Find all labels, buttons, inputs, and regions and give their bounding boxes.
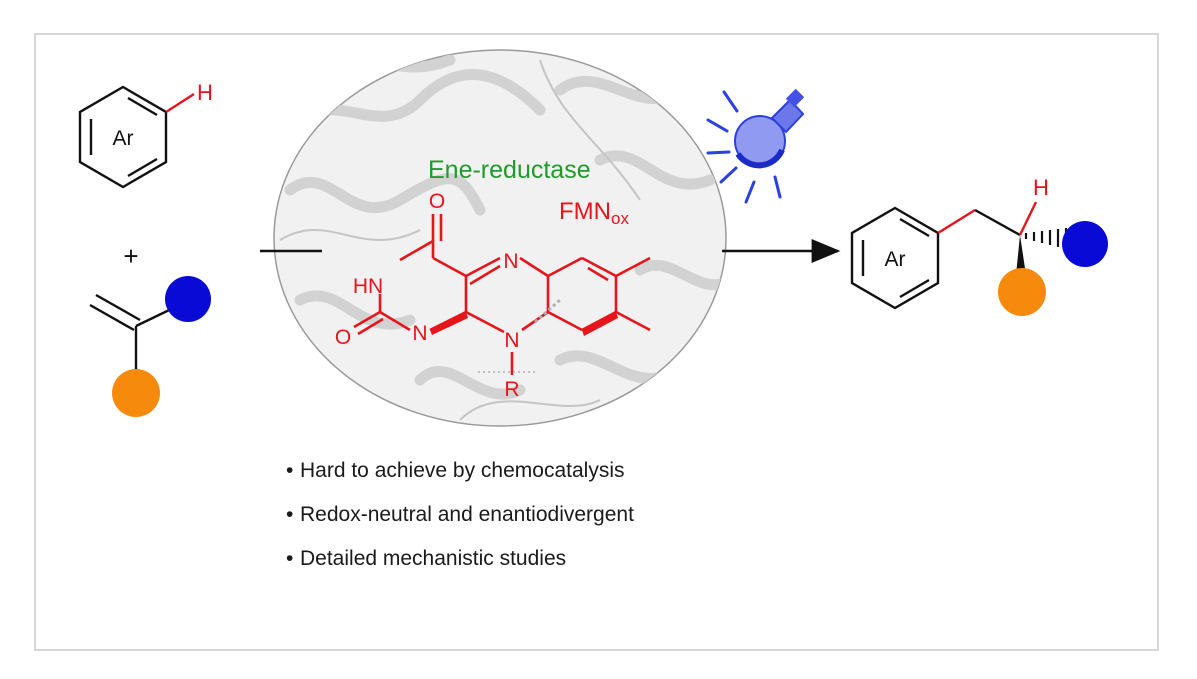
highlight-item: • Detailed mechanistic studies xyxy=(286,546,634,590)
flavin-nitrogen-top: N xyxy=(503,250,518,273)
highlight-item: • Redox-neutral and enantiodivergent xyxy=(286,502,634,546)
enzyme-sphere xyxy=(273,49,727,427)
product-blue-substituent xyxy=(1062,221,1108,267)
highlights-list: • Hard to achieve by chemocatalysis • Redo… xyxy=(286,458,634,590)
flavin-structure xyxy=(353,214,651,375)
flavin-wedge-bonds xyxy=(430,312,618,336)
flavin-hn: HN xyxy=(353,275,383,298)
product-wedge-bond xyxy=(1016,235,1026,275)
highlight-text: Hard to achieve by chemocatalysis xyxy=(300,459,625,482)
flavin-nitrogen-bottom: N xyxy=(412,322,427,345)
flavin-r-group: R xyxy=(504,378,519,401)
cofactor-subscript: ox xyxy=(611,209,629,228)
product-hashed-bond xyxy=(1024,228,1068,249)
arene-reactant xyxy=(78,85,195,189)
enzyme-label: Ene-reductase xyxy=(428,156,591,184)
cofactor-name: FMN xyxy=(559,198,611,225)
highlight-item: • Hard to achieve by chemocatalysis xyxy=(286,458,634,502)
cofactor-label: FMNox xyxy=(559,198,629,228)
arene-hydrogen-label: H xyxy=(197,80,213,105)
bullet-dot: • xyxy=(286,547,294,570)
flavin-oxygen-bottom: O xyxy=(335,326,351,349)
arene-ring-label: Ar xyxy=(113,127,134,150)
highlight-text: Detailed mechanistic studies xyxy=(300,547,567,570)
product-hydrogen-label: H xyxy=(1033,175,1049,200)
alkene-reactant xyxy=(89,293,189,372)
alkene-orange-substituent xyxy=(112,369,160,417)
flavin-oxygen-top: O xyxy=(429,190,445,213)
flavin-nitrogen-ring: N xyxy=(504,329,519,352)
alkene-blue-substituent xyxy=(165,276,211,322)
figure-frame xyxy=(34,33,1159,651)
bullet-dot: • xyxy=(286,459,294,482)
light-bulb-icon xyxy=(706,88,805,204)
product-structure xyxy=(850,201,1038,310)
product-ring-label: Ar xyxy=(885,248,906,271)
highlight-text: Redox-neutral and enantiodivergent xyxy=(300,503,634,526)
bullet-dot: • xyxy=(286,503,294,526)
plus-sign: + xyxy=(123,241,138,271)
product-orange-substituent xyxy=(998,268,1046,316)
